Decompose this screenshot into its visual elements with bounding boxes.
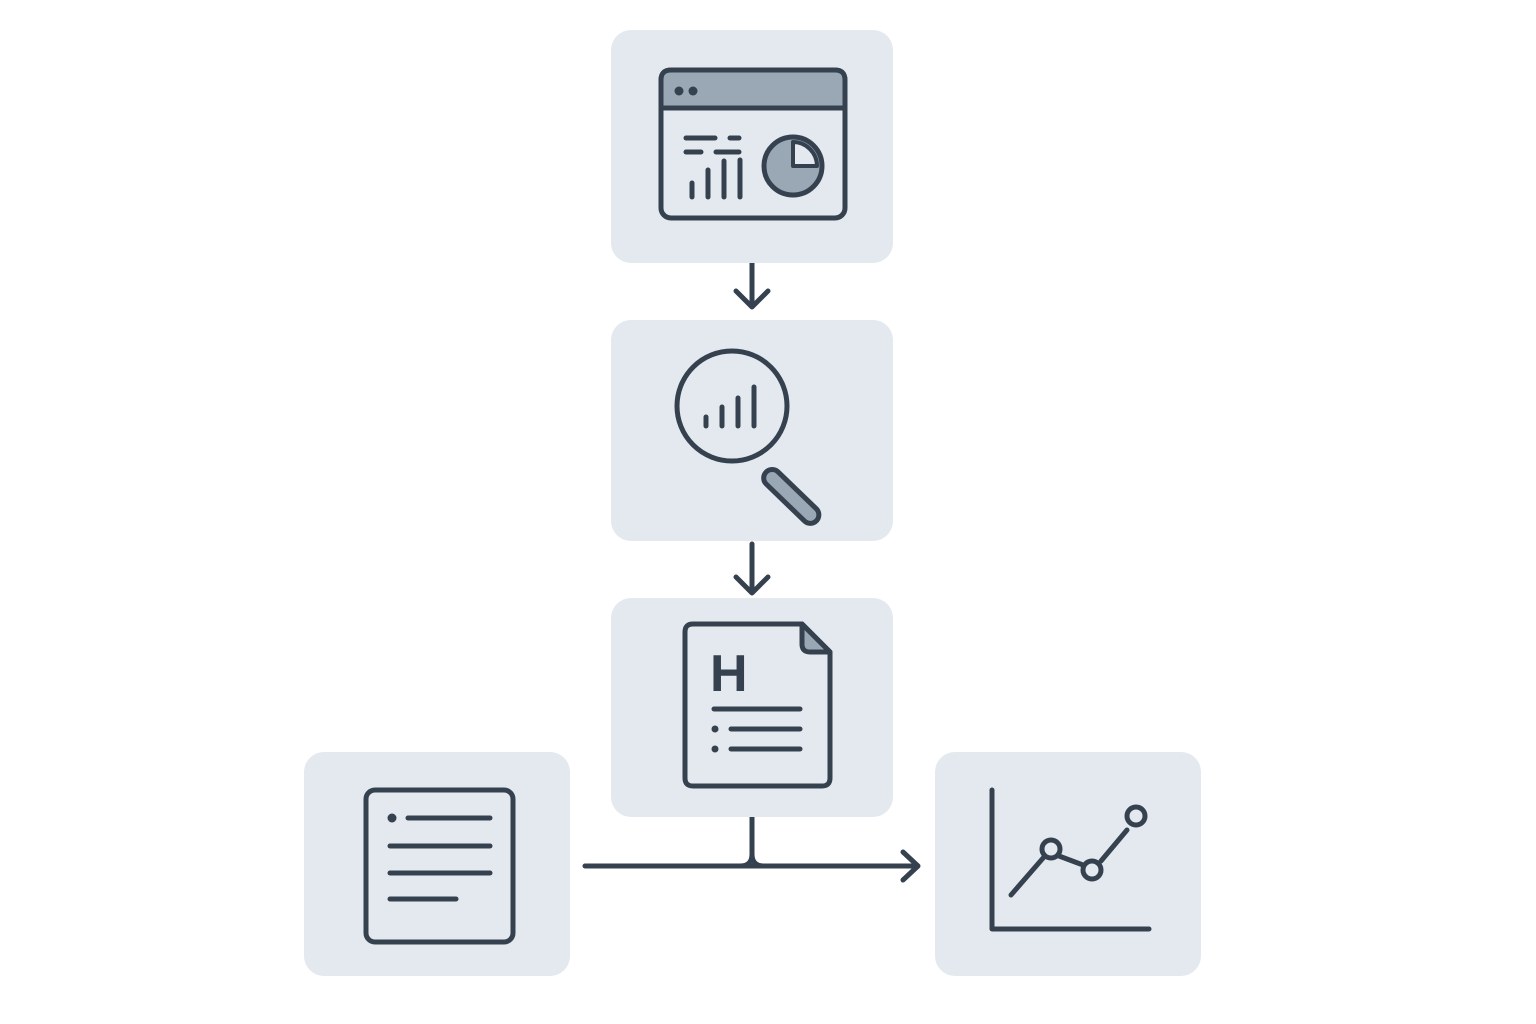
- bullet: [387, 813, 397, 823]
- analyze-node[interactable]: [611, 320, 893, 541]
- magnifier-lens: [674, 348, 790, 464]
- arrow-list-to-chart: [582, 849, 921, 883]
- arrow-dashboard-to-analyze: [733, 253, 771, 310]
- bullet: [711, 725, 719, 733]
- document-fold: [799, 621, 833, 655]
- chart-segment: [1056, 853, 1086, 868]
- chart-point: [1039, 837, 1063, 861]
- bullet: [711, 745, 719, 753]
- document-heading-icon: H: [682, 621, 833, 789]
- list-node[interactable]: [304, 752, 570, 976]
- dashboard-node[interactable]: [611, 30, 893, 263]
- document-sheet: [682, 621, 833, 789]
- chart-segment: [1098, 827, 1130, 864]
- list-document-icon: [363, 787, 516, 945]
- line-chart-icon: [989, 787, 1152, 932]
- magnifier-handle: [761, 467, 822, 526]
- chart-segment: [1008, 854, 1047, 898]
- chart-axes: [989, 787, 1152, 932]
- document-node[interactable]: H: [611, 598, 893, 817]
- list-frame: [363, 787, 516, 945]
- pie-chart: [761, 134, 825, 198]
- chart-node[interactable]: [935, 752, 1201, 976]
- magnifier-bar-chart-icon: [674, 348, 822, 526]
- chart-point: [1124, 804, 1148, 828]
- dashboard-window-icon: [658, 67, 848, 221]
- window-dot: [688, 86, 698, 96]
- window-dot: [674, 86, 684, 96]
- window-titlebar: [658, 67, 848, 111]
- document-heading-letter: H: [710, 645, 748, 703]
- connector-document-to-flow: [737, 814, 767, 869]
- chart-point: [1080, 858, 1104, 882]
- arrow-analyze-to-document: [733, 541, 771, 596]
